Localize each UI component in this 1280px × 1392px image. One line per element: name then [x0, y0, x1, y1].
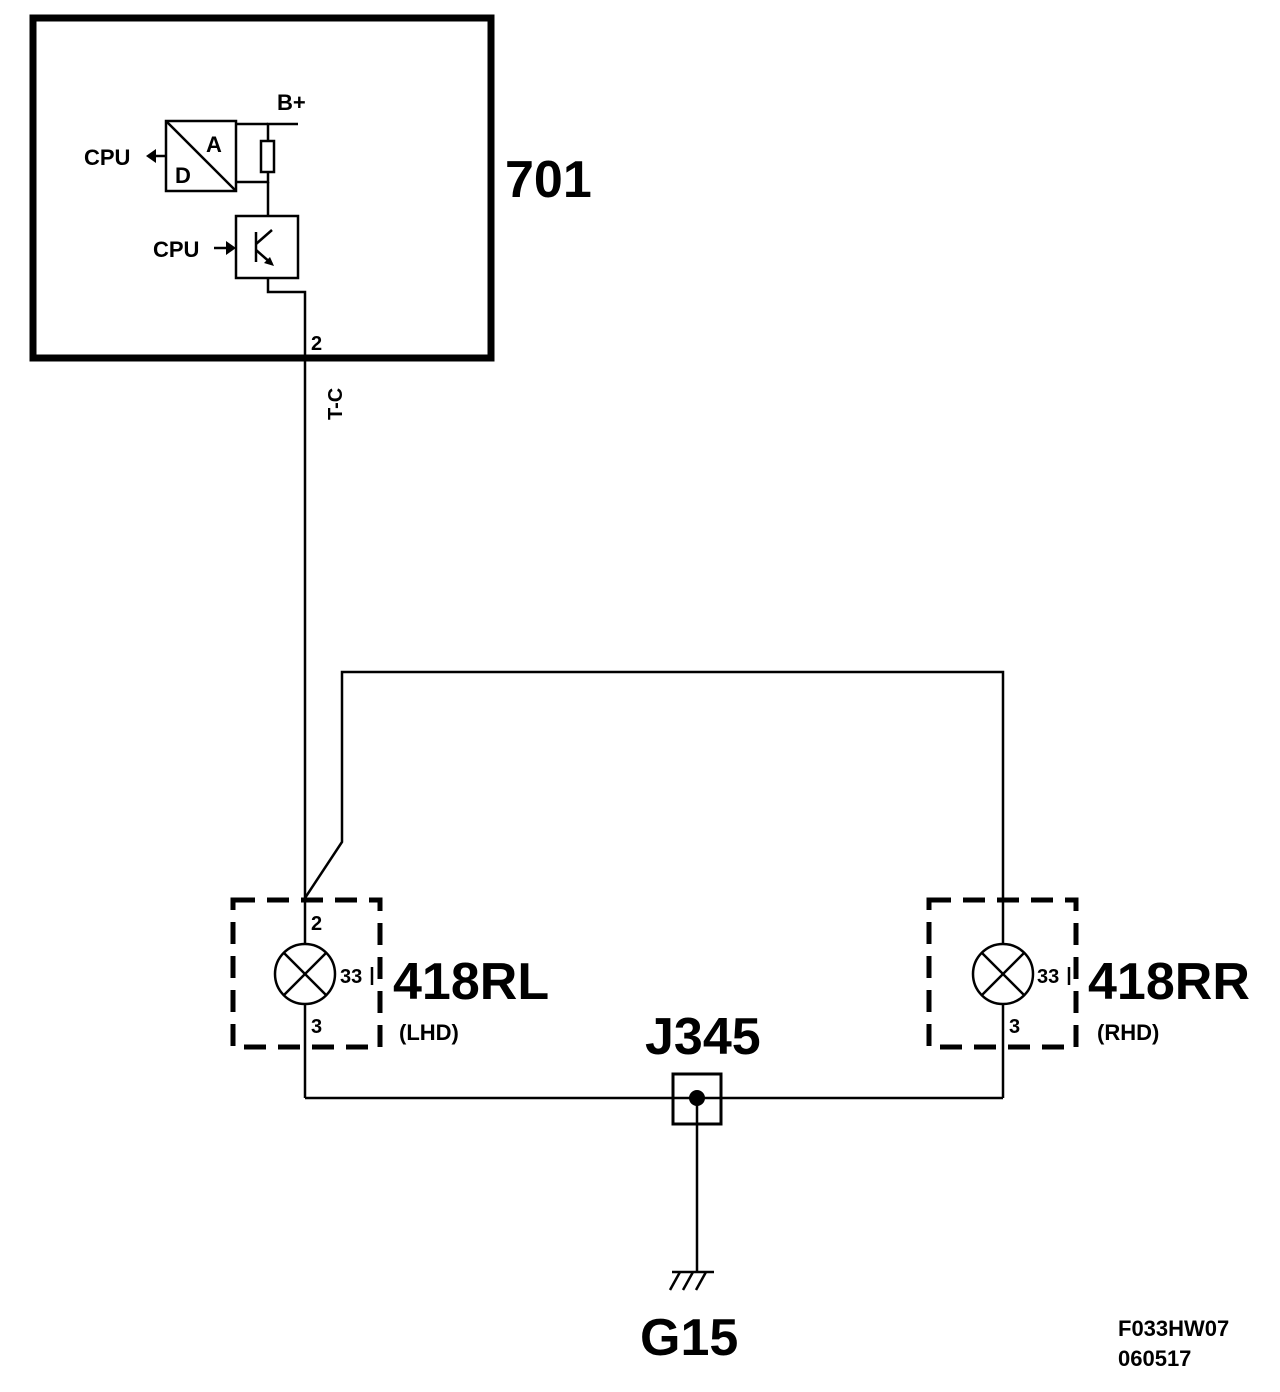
junction-j345 — [671, 1072, 723, 1126]
converter-d-label: D — [175, 163, 191, 188]
module-701-frame — [29, 14, 495, 362]
junction-label: J345 — [645, 1008, 761, 1066]
converter-a-label: A — [206, 132, 222, 157]
lamp-418rl-bulb-icon — [273, 942, 337, 1006]
module-output-wire — [266, 278, 307, 358]
footer-date: 060517 — [1118, 1346, 1191, 1371]
lamp-418rl-housing — [230, 897, 383, 1050]
lamp-418rr-pin-bottom: 3 — [1009, 1016, 1020, 1038]
module-701-label: 701 — [505, 151, 592, 209]
lamp-418rl-note: (LHD) — [399, 1020, 459, 1045]
cpu-output-label: CPU — [84, 145, 130, 170]
wire-color-label: T-C — [325, 388, 347, 420]
cpu-input-arrow — [214, 241, 236, 255]
lamp-418rl-label: 418RL — [393, 953, 549, 1011]
cpu-input-label: CPU — [153, 237, 199, 262]
lamp-418rl-rating: 33 — [340, 966, 362, 988]
ground-label: G15 — [640, 1309, 738, 1367]
footer-code: F033HW07 — [1118, 1316, 1229, 1341]
transistor-switch — [234, 214, 300, 280]
pullup-resistor — [259, 139, 276, 174]
module-pin-label: 2 — [311, 333, 322, 355]
cpu-output-arrow — [146, 149, 166, 163]
lamp-418rl-pin-bottom: 3 — [311, 1016, 322, 1038]
lamp-418rr-rating: 33 — [1037, 966, 1059, 988]
lamp-418rr-label: 418RR — [1088, 953, 1250, 1011]
lamp-418rr-bulb-icon — [971, 942, 1035, 1006]
supply-label: B+ — [277, 90, 306, 115]
wire-cross-to-right — [303, 670, 1005, 900]
ad-converter: A D — [164, 119, 238, 193]
lamp-418rl-pin-top: 2 — [311, 913, 322, 935]
ground-icon — [668, 1270, 714, 1291]
lamp-418rr-note: (RHD) — [1097, 1020, 1159, 1045]
